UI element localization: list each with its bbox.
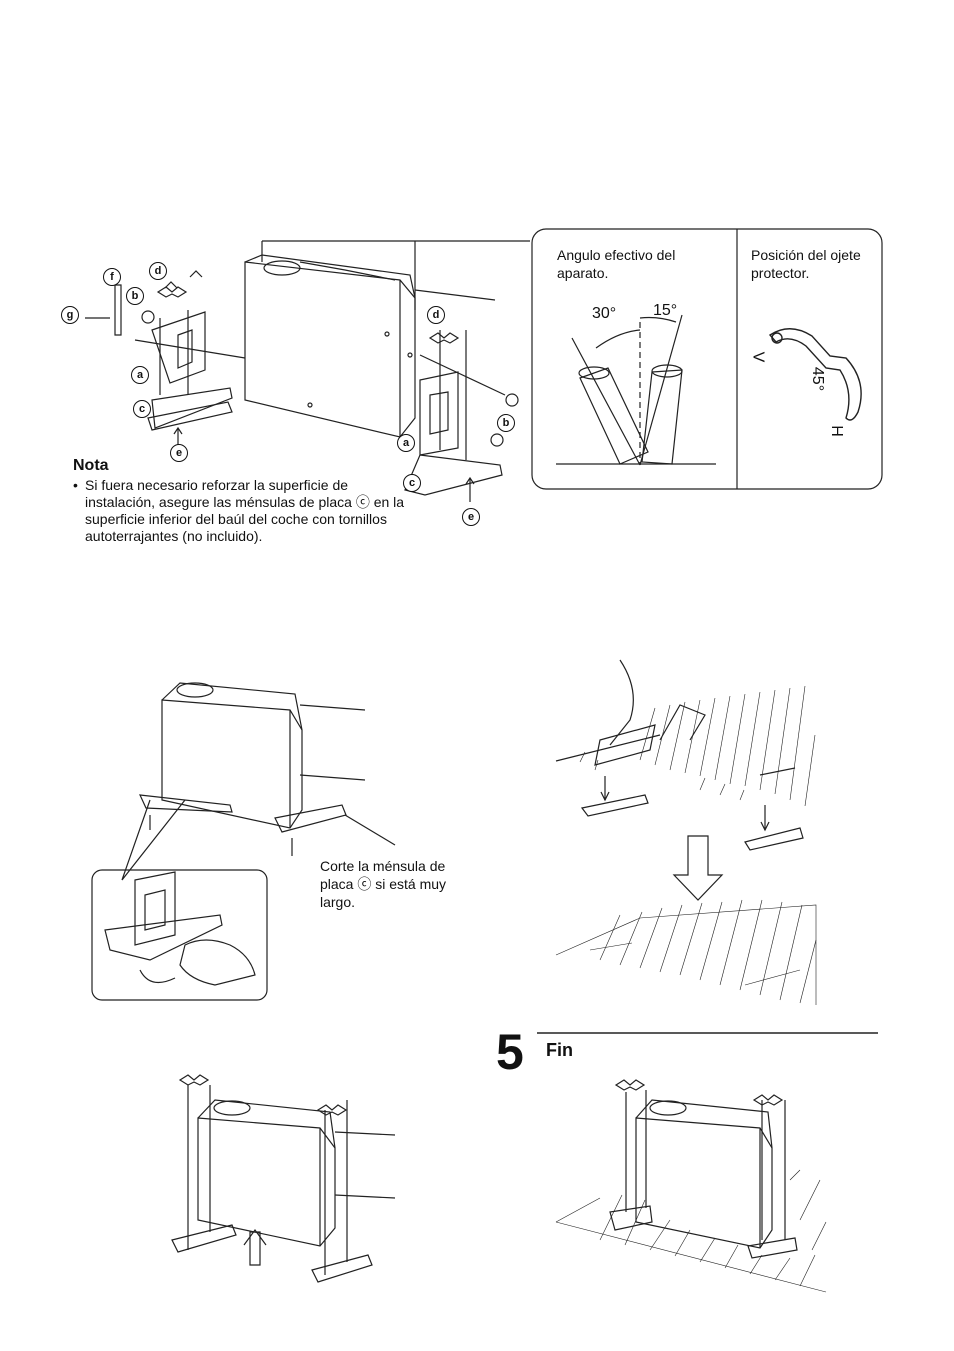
angle-15-line	[639, 314, 683, 466]
grommet-v-label: V	[749, 351, 767, 363]
amplifier-unit-top	[244, 254, 416, 438]
note-text-block: • Si fuera necesario reforzar la superfi…	[73, 477, 413, 545]
callout-d: d	[149, 262, 167, 280]
callout-e: e	[170, 444, 188, 462]
grommet-angle-label: 45°	[809, 366, 827, 392]
final-surface-hatching	[555, 1169, 827, 1293]
grommet-box-label: Posición del ojete protector.	[751, 247, 861, 281]
grommet-h-label: H	[827, 425, 845, 437]
surface-hatching-top	[579, 685, 816, 807]
drilling-surface-top	[555, 659, 804, 851]
callout-a: a	[131, 366, 149, 384]
callout-c: c	[133, 400, 151, 418]
protective-grommet	[768, 328, 862, 421]
trim-note: Corte la ménsula de placa ⓒ si está muy …	[320, 858, 447, 910]
callout-d-right: d	[427, 306, 445, 324]
final-unit	[609, 1079, 798, 1259]
callout-e-right: e	[462, 508, 480, 526]
surface-hatching-bottom	[555, 899, 817, 1005]
callout-f: f	[103, 268, 121, 286]
unit-on-plates	[139, 682, 396, 856]
process-arrow	[672, 835, 724, 901]
note-text: Si fuera necesario reforzar la superfici…	[85, 477, 405, 544]
unit-assembly-bottom	[171, 1074, 396, 1283]
tilted-unit-left	[578, 366, 649, 465]
angle-box-label: Angulo efectivo del aparato.	[557, 247, 676, 281]
right-bracket-top	[404, 289, 519, 496]
callout-b-right: b	[497, 414, 515, 432]
callout-c-right: c	[403, 474, 421, 492]
plate-bracket-left	[147, 401, 233, 431]
callout-a-right: a	[397, 434, 415, 452]
trim-detail	[104, 799, 256, 986]
arc-15	[639, 316, 677, 323]
note-title: Nota	[73, 457, 109, 474]
arc-30	[595, 329, 641, 349]
left-bracket-top	[85, 270, 246, 429]
angle-15-label: 15°	[653, 302, 678, 319]
angle-30-label: 30°	[592, 305, 617, 322]
step-number: 5	[496, 1024, 524, 1080]
angle-30-line	[571, 337, 641, 466]
callout-b: b	[126, 287, 144, 305]
step-title: Fin	[546, 1040, 573, 1060]
note-bullet: •	[73, 477, 78, 493]
callout-g: g	[61, 306, 79, 324]
angle-info-box	[531, 228, 883, 490]
trim-detail-inset	[91, 869, 268, 1001]
tilted-unit-right	[641, 364, 683, 465]
